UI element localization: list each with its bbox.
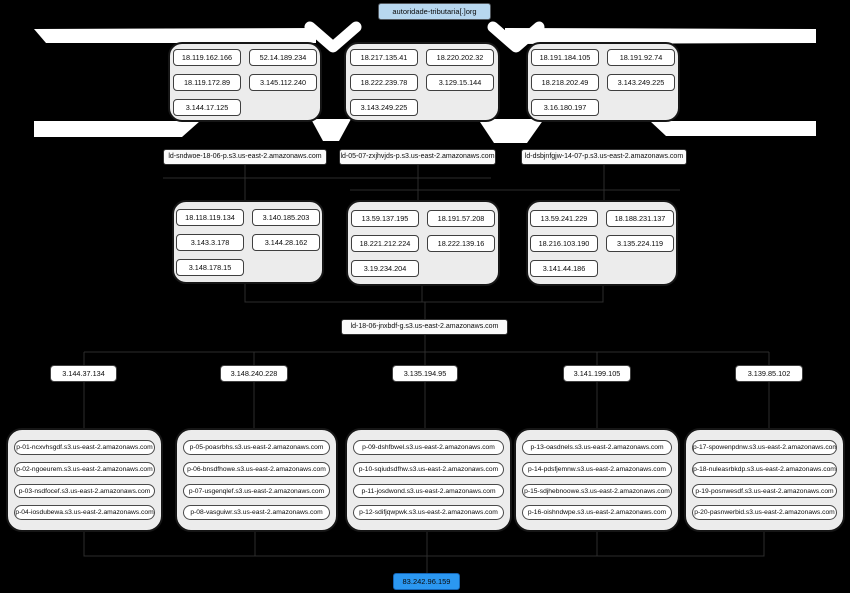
ip-node[interactable]: 3.139.85.102 bbox=[735, 365, 803, 382]
s3-domain-node[interactable]: ld-05-07-zxjhvjds-p.s3.us-east-2.amazona… bbox=[339, 149, 496, 165]
ip-node[interactable]: 18.191.57.208 bbox=[427, 209, 495, 227]
bucket-group-1[interactable]: p-01-ncxvhsgdf.s3.us-east-2.amazonaws.co… bbox=[6, 428, 163, 532]
ip-node[interactable]: 18.218.202.49 bbox=[531, 73, 599, 91]
ip-node[interactable]: 3.19.234.204 bbox=[351, 259, 419, 277]
s3-domain-node[interactable]: ld-sndwoe-18-06-p.s3.us-east-2.amazonaws… bbox=[163, 149, 327, 165]
ip-node[interactable]: 3.145.112.240 bbox=[249, 73, 317, 91]
s3-bucket-node[interactable]: p-15-sdjhebnoowe.s3.us-east-2.amazonaws.… bbox=[522, 483, 672, 499]
s3-bucket-node[interactable]: p-11-josdwond.s3.us-east-2.amazonaws.com bbox=[353, 483, 504, 499]
ip-node[interactable]: 3.140.185.203 bbox=[252, 208, 320, 226]
ip-cluster-3[interactable]: 18.191.184.105 18.191.92.74 18.218.202.4… bbox=[526, 42, 680, 122]
s3-bucket-node[interactable]: p-03-nsdfocef.s3.us-east-2.amazonaws.com bbox=[14, 483, 155, 499]
bucket-group-5[interactable]: p-17-spowenpdnw.s3.us-east-2.amazonaws.c… bbox=[684, 428, 845, 532]
ip-cluster-2[interactable]: 18.217.135.41 18.220.202.32 18.222.239.7… bbox=[344, 42, 500, 122]
sink-ip-node[interactable]: 83.242.96.159 bbox=[393, 573, 460, 590]
ip-node[interactable]: 3.148.178.15 bbox=[176, 258, 244, 276]
ip-node[interactable]: 18.220.202.32 bbox=[426, 48, 494, 66]
ip-node[interactable]: 3.143.249.225 bbox=[350, 98, 418, 116]
ip-node[interactable]: 3.16.180.197 bbox=[531, 98, 599, 116]
ip-node[interactable]: 18.191.184.105 bbox=[531, 48, 599, 66]
ip-node[interactable]: 3.144.28.162 bbox=[252, 233, 320, 251]
ip-node[interactable]: 13.59.137.195 bbox=[351, 209, 419, 227]
s3-domain-node[interactable]: ld-18-06-jnxbdf-g.s3.us-east-2.amazonaws… bbox=[341, 319, 508, 335]
s3-bucket-node[interactable]: p-14-pdsfjemnw.s3.us-east-2.amazonaws.co… bbox=[522, 461, 672, 477]
bucket-group-3[interactable]: p-09-dshfbwel.s3.us-east-2.amazonaws.com… bbox=[345, 428, 512, 532]
s3-bucket-node[interactable]: p-20-pasnwerbid.s3.us-east-2.amazonaws.c… bbox=[692, 505, 837, 520]
ip-node[interactable]: 3.141.199.105 bbox=[563, 365, 631, 382]
s3-bucket-node[interactable]: p-16-oishndwpe.s3.us-east-2.amazonaws.co… bbox=[522, 505, 672, 520]
ip-node[interactable]: 3.144.37.134 bbox=[50, 365, 117, 382]
s3-bucket-node[interactable]: p-18-nuleasrbkdp.s3.us-east-2.amazonaws.… bbox=[692, 461, 837, 477]
ip-node[interactable]: 18.191.92.74 bbox=[607, 48, 675, 66]
ip-node[interactable]: 3.135.194.95 bbox=[392, 365, 458, 382]
s3-bucket-node[interactable]: p-06-bnsdfhowe.s3.us-east-2.amazonaws.co… bbox=[183, 461, 330, 477]
bucket-group-2[interactable]: p-05-poasrbhs.s3.us-east-2.amazonaws.com… bbox=[175, 428, 338, 532]
ip-node[interactable]: 52.14.189.234 bbox=[249, 48, 317, 66]
ip-cluster-1[interactable]: 18.119.162.166 52.14.189.234 18.119.172.… bbox=[168, 42, 322, 122]
s3-bucket-node[interactable]: p-02-ngoeurem.s3.us-east-2.amazonaws.com bbox=[14, 461, 155, 477]
root-domain-node[interactable]: autoridade-tributaria[.]org bbox=[378, 3, 491, 20]
ip-node[interactable]: 3.129.15.144 bbox=[426, 73, 494, 91]
ip-node[interactable]: 18.222.239.78 bbox=[350, 73, 418, 91]
ip-node[interactable]: 3.135.224.119 bbox=[606, 234, 674, 252]
ip-node[interactable]: 18.119.172.89 bbox=[173, 73, 241, 91]
s3-bucket-node[interactable]: p-07-usgenqlef.s3.us-east-2.amazonaws.co… bbox=[183, 483, 330, 499]
ip-cluster-6[interactable]: 13.59.241.229 18.188.231.137 18.216.103.… bbox=[526, 200, 678, 286]
ip-node[interactable]: 3.148.240.228 bbox=[220, 365, 288, 382]
ip-node[interactable]: 18.221.212.224 bbox=[351, 234, 419, 252]
s3-bucket-node[interactable]: p-05-poasrbhs.s3.us-east-2.amazonaws.com bbox=[183, 440, 330, 455]
s3-bucket-node[interactable]: p-09-dshfbwel.s3.us-east-2.amazonaws.com bbox=[353, 440, 504, 455]
ip-node[interactable]: 3.143.249.225 bbox=[607, 73, 675, 91]
s3-bucket-node[interactable]: p-12-sdifjqwpwk.s3.us-east-2.amazonaws.c… bbox=[353, 505, 504, 520]
s3-bucket-node[interactable]: p-13-oasdnels.s3.us-east-2.amazonaws.com bbox=[522, 440, 672, 455]
s3-bucket-node[interactable]: p-10-sqiudsdfhw.s3.us-east-2.amazonaws.c… bbox=[353, 461, 504, 477]
s3-bucket-node[interactable]: p-01-ncxvhsgdf.s3.us-east-2.amazonaws.co… bbox=[14, 440, 155, 455]
s3-domain-node[interactable]: ld-dsbjnfgjw-14-07-p.s3.us-east-2.amazon… bbox=[521, 149, 687, 165]
ip-node[interactable]: 3.143.3.178 bbox=[176, 233, 244, 251]
ip-node[interactable]: 18.217.135.41 bbox=[350, 48, 418, 66]
ip-cluster-4[interactable]: 18.118.119.134 3.140.185.203 3.143.3.178… bbox=[172, 200, 324, 284]
ip-node[interactable]: 18.216.103.190 bbox=[530, 234, 598, 252]
s3-bucket-node[interactable]: p-04-iosdubewa.s3.us-east-2.amazonaws.co… bbox=[14, 505, 155, 520]
ip-node[interactable]: 18.222.139.16 bbox=[427, 234, 495, 252]
ip-cluster-5[interactable]: 13.59.137.195 18.191.57.208 18.221.212.2… bbox=[346, 200, 500, 286]
ip-node[interactable]: 18.188.231.137 bbox=[606, 209, 674, 227]
ip-node[interactable]: 18.119.162.166 bbox=[173, 48, 241, 66]
s3-bucket-node[interactable]: p-08-vasguiwr.s3.us-east-2.amazonaws.com bbox=[183, 505, 330, 520]
ip-node[interactable]: 3.144.17.125 bbox=[173, 98, 241, 116]
ip-node[interactable]: 3.141.44.186 bbox=[530, 259, 598, 277]
s3-bucket-node[interactable]: p-17-spowenpdnw.s3.us-east-2.amazonaws.c… bbox=[692, 440, 837, 455]
ip-node[interactable]: 18.118.119.134 bbox=[176, 208, 244, 226]
ip-node[interactable]: 13.59.241.229 bbox=[530, 209, 598, 227]
bucket-group-4[interactable]: p-13-oasdnels.s3.us-east-2.amazonaws.com… bbox=[514, 428, 680, 532]
s3-bucket-node[interactable]: p-19-posnwesdf.s3.us-east-2.amazonaws.co… bbox=[692, 483, 837, 499]
